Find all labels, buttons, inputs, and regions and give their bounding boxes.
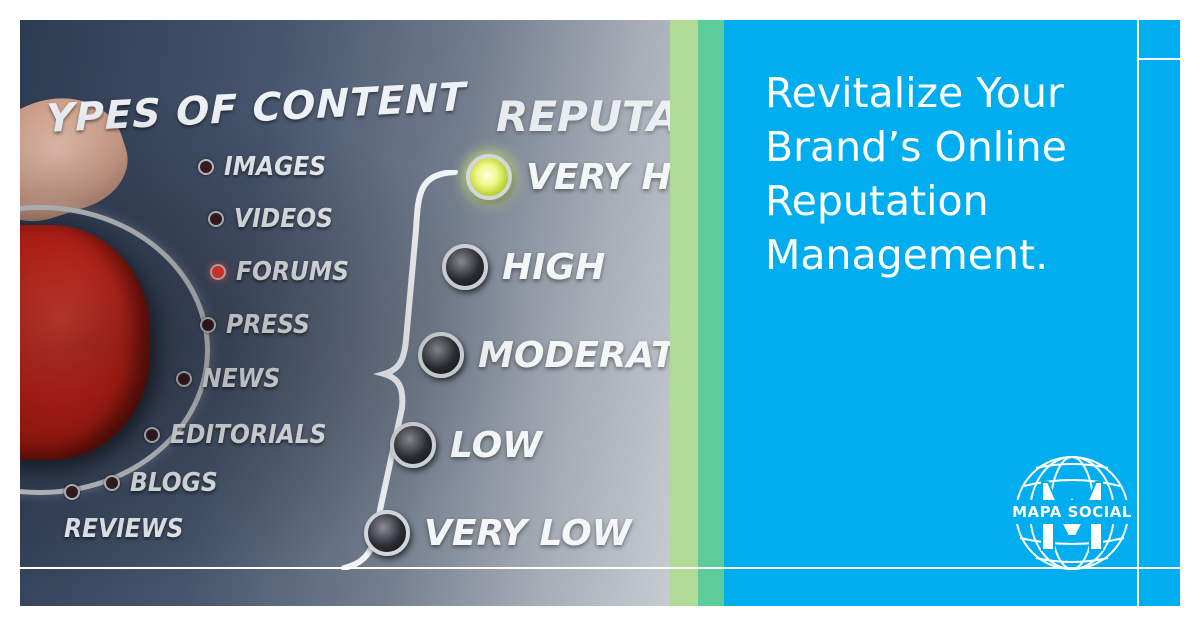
reputation-level-low: LOW (390, 422, 542, 468)
reputation-level-moderate: MODERATE (418, 332, 670, 378)
led-icon (208, 211, 224, 227)
led-icon (104, 475, 120, 491)
control-panel-photo: YPES OF CONTENT IMAGES VIDEOS FORUMS PRE… (20, 20, 670, 606)
led-icon (198, 159, 214, 175)
finger (20, 80, 140, 235)
content-item-editorials: EDITORIALS (144, 420, 327, 450)
button-icon (418, 332, 464, 378)
button-icon (364, 510, 410, 556)
content-types-heading: YPES OF CONTENT (46, 74, 467, 143)
horizontal-rule-bottom (0, 567, 1200, 569)
red-knob (20, 225, 150, 460)
content-item-label: NEWS (202, 364, 281, 394)
reputation-level-label: VERY HIG (526, 156, 670, 198)
reputation-level-very-high: VERY HIG (466, 154, 670, 200)
horizontal-rule-top-right (1138, 58, 1200, 60)
headline: Revitalize Your Brand’s Online Reputatio… (765, 66, 1125, 282)
content-item-images: IMAGES (198, 152, 326, 182)
logo-wordmark: MAPA SOCIAL (1010, 500, 1134, 524)
content-item-label: BLOGS (130, 468, 218, 498)
reputation-level-high: HIGH (442, 244, 605, 290)
led-icon (200, 317, 216, 333)
led-icon (64, 484, 80, 500)
content-item-forums: FORUMS (210, 257, 349, 287)
headline-line: Revitalize Your (765, 69, 1064, 117)
knob-ring (20, 205, 210, 495)
reputation-level-very-low: VERY LOW (364, 510, 631, 556)
content-item-news: NEWS (176, 364, 280, 394)
reputation-level-label: VERY LOW (424, 512, 632, 554)
content-item-label: IMAGES (224, 152, 327, 182)
content-item-label: FORUMS (236, 257, 350, 287)
button-icon (442, 244, 488, 290)
led-icon (144, 427, 160, 443)
content-item-label: EDITORIALS (170, 420, 327, 450)
green-strip (698, 20, 724, 606)
vertical-rule-right (1137, 0, 1139, 627)
button-icon (390, 422, 436, 468)
headline-line: Reputation (765, 177, 989, 225)
reputation-level-label: HIGH (502, 246, 606, 288)
content-item-videos: VIDEOS (208, 204, 333, 234)
lit-button-icon (466, 154, 512, 200)
content-item-label: REVIEWS (64, 514, 184, 544)
content-item-label: PRESS (226, 310, 310, 340)
light-green-strip (670, 20, 698, 606)
reputation-level-label: LOW (450, 424, 542, 466)
content-item-reviews: REVIEWS (64, 484, 183, 544)
curly-brace (341, 170, 458, 570)
content-item-press: PRESS (200, 310, 310, 340)
content-item-label: VIDEOS (234, 204, 333, 234)
reputation-level-label: MODERATE (478, 334, 670, 376)
led-lit-icon (210, 264, 226, 280)
reputation-heading: REPUTAT (496, 92, 670, 141)
headline-line: Brand’s Online (765, 123, 1067, 171)
headline-line: Management. (765, 231, 1049, 279)
led-icon (176, 371, 192, 387)
content-item-blogs: BLOGS (104, 468, 218, 498)
